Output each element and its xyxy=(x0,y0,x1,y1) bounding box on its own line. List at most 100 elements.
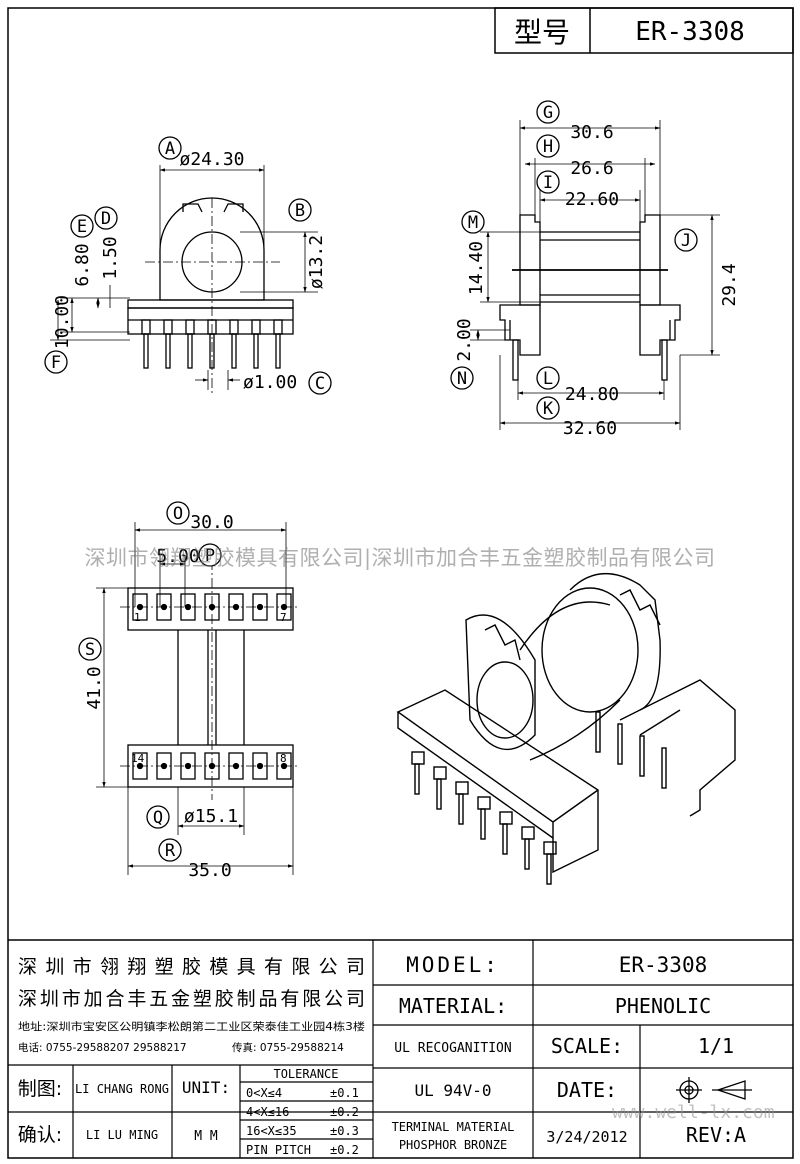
dim-q: ø15.1 xyxy=(184,806,238,827)
bottom-pin xyxy=(136,762,144,770)
tolerance-value-2: ±0.2 xyxy=(330,1105,359,1119)
bottom-pin-slot xyxy=(180,593,196,621)
projection-symbol-icon xyxy=(676,1077,752,1103)
bottom-pin xyxy=(136,603,144,611)
callout-g-circle xyxy=(536,100,560,124)
iso-pin-boss xyxy=(411,751,425,765)
dim-bore-dia: ø13.2 xyxy=(306,235,327,289)
dim-base-height: 10.00 xyxy=(52,295,73,349)
bottom-view xyxy=(120,560,300,800)
iso-pin xyxy=(480,808,486,840)
callout-a-circle xyxy=(158,136,182,160)
dim-outer-dia: ø24.30 xyxy=(179,149,244,170)
callout-l: L xyxy=(543,369,553,389)
bottom-pin xyxy=(256,603,264,611)
callout-b: B xyxy=(295,201,305,221)
front-view-dims xyxy=(50,165,318,390)
callout-f: F xyxy=(51,353,61,373)
iso-pin xyxy=(524,838,530,870)
material-value: PHENOLIC xyxy=(615,994,711,1018)
tolerance-range-2: 4<X≤16 xyxy=(246,1105,289,1119)
callout-e-circle xyxy=(70,214,94,238)
front-pin-boss xyxy=(141,319,151,335)
callout-m: M xyxy=(468,213,478,233)
callout-h-circle xyxy=(536,134,560,158)
checked-by: LI LU MING xyxy=(86,1128,158,1142)
side-view-dim-text: 30.6 26.6 22.60 14.40 29.4 2.00 24.80 32… xyxy=(454,122,740,439)
callout-p: P xyxy=(205,546,215,566)
side-view xyxy=(499,214,681,381)
front-pin xyxy=(143,333,149,369)
watermark: 深圳市翎翔塑胶模具有限公司|深圳市加合丰五金塑胶制品有限公司 xyxy=(84,546,716,570)
date-label: DATE: xyxy=(557,1078,617,1102)
drawn-label: 制图: xyxy=(18,1078,62,1100)
bottom-pin xyxy=(232,762,240,770)
header-model-label: 型号 xyxy=(514,16,570,49)
callout-s: S xyxy=(85,640,95,660)
bottom-pin xyxy=(184,762,192,770)
bottom-pin-slot xyxy=(252,752,268,780)
bottom-pin xyxy=(208,762,216,770)
tolerance-value-3: ±0.3 xyxy=(330,1124,359,1138)
checked-label: 确认: xyxy=(18,1124,62,1146)
callout-e: E xyxy=(77,217,87,237)
header-model-value: ER-3308 xyxy=(635,17,745,47)
dim-s: 41.0 xyxy=(84,666,105,709)
scale-value: 1/1 xyxy=(698,1034,734,1058)
callout-n: N xyxy=(457,369,467,389)
unit-value: M M xyxy=(194,1129,218,1144)
bottom-view-dims xyxy=(96,522,294,875)
bottom-pin xyxy=(160,762,168,770)
callout-n-circle xyxy=(450,366,474,390)
callout-c: C xyxy=(315,374,325,394)
bottom-pin-slot xyxy=(204,752,220,780)
isometric-view xyxy=(396,573,736,885)
callout-o: O xyxy=(173,504,183,524)
dim-g: 30.6 xyxy=(570,122,613,143)
callout-o-circle xyxy=(166,501,190,525)
front-pin-boss xyxy=(163,319,173,335)
bottom-pin xyxy=(184,603,192,611)
tolerance-value-4: ±0.2 xyxy=(330,1143,359,1157)
iso-pin xyxy=(502,823,508,855)
iso-pin-boss xyxy=(499,811,513,825)
scale-label: SCALE: xyxy=(551,1034,623,1058)
company-name-1: 深圳市翎翔塑胶模具有限公司 xyxy=(18,956,365,978)
pin-label-8: 8 xyxy=(280,752,287,765)
bottom-pin xyxy=(232,603,240,611)
iso-pin-rear xyxy=(617,723,623,765)
bottom-pin-slot xyxy=(252,593,268,621)
model-label: MODEL: xyxy=(406,953,500,977)
dim-l: 24.80 xyxy=(565,384,619,405)
bottom-pin-slot xyxy=(228,593,244,621)
callout-d: D xyxy=(101,209,111,229)
dim-pin-dia: ø1.00 xyxy=(243,372,297,393)
bottom-pin xyxy=(208,603,216,611)
bottom-pin-slot xyxy=(156,593,172,621)
front-pin-boss xyxy=(251,319,261,335)
header-model-box: 型号 ER-3308 xyxy=(494,7,794,54)
dim-k: 32.60 xyxy=(563,418,617,439)
callout-c-circle xyxy=(308,371,332,395)
tolerance-range-3: 16<X≤35 xyxy=(246,1124,297,1138)
iso-pin xyxy=(546,853,552,885)
callout-b-circle xyxy=(288,198,312,222)
bottom-pin xyxy=(280,603,288,611)
bottom-pin-slot xyxy=(180,752,196,780)
model-value: ER-3308 xyxy=(619,953,708,977)
iso-pin-boss xyxy=(433,766,447,780)
revision: REV:A xyxy=(686,1123,746,1147)
iso-pin-boss xyxy=(521,826,535,840)
dim-h: 26.6 xyxy=(570,158,613,179)
bottom-pin-slot xyxy=(276,593,292,621)
company-fax: 传真: 0755-29588214 xyxy=(232,1041,344,1054)
iso-pin xyxy=(414,763,420,795)
front-pin xyxy=(187,333,193,369)
callout-j-circle xyxy=(674,228,698,252)
callout-a: A xyxy=(165,139,175,159)
iso-pin-rear xyxy=(639,735,645,777)
callout-r-circle xyxy=(158,838,182,862)
company-name-2: 深圳市加合丰五金塑胶制品有限公司 xyxy=(18,988,365,1010)
